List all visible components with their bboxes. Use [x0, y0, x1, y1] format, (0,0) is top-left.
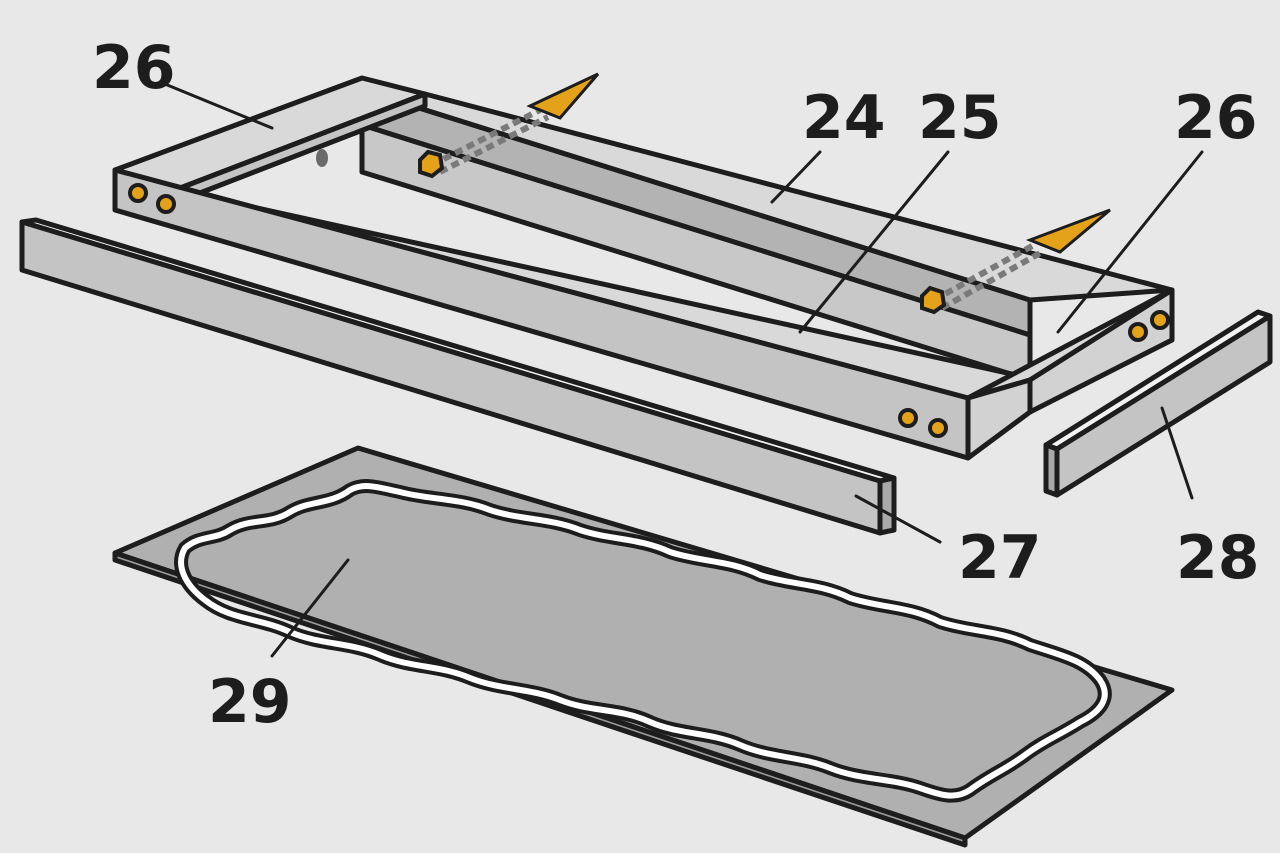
screw-left — [418, 72, 600, 179]
callout-24: 24 — [802, 83, 886, 153]
callouts: 26 24 25 26 27 28 29 — [92, 33, 1260, 737]
callout-28: 28 — [1176, 523, 1260, 593]
frame-assembly — [112, 72, 1175, 461]
screw-holes — [128, 183, 1170, 438]
callout-26-left: 26 — [92, 33, 176, 103]
screw-right — [920, 208, 1111, 315]
part-28-end-board — [1043, 309, 1273, 498]
callout-25: 25 — [918, 83, 1002, 153]
part-27-side-board — [19, 217, 897, 536]
dowel-hole — [316, 149, 328, 167]
mat-wavy-outline-white — [178, 483, 1108, 799]
callout-29: 29 — [208, 667, 292, 737]
callout-26-right: 26 — [1174, 83, 1258, 153]
board-28-end — [1043, 442, 1060, 498]
callout-27: 27 — [958, 523, 1042, 593]
part-29-mat — [112, 445, 1175, 848]
board-27-end — [877, 475, 897, 536]
leader-lines — [158, 80, 1204, 658]
